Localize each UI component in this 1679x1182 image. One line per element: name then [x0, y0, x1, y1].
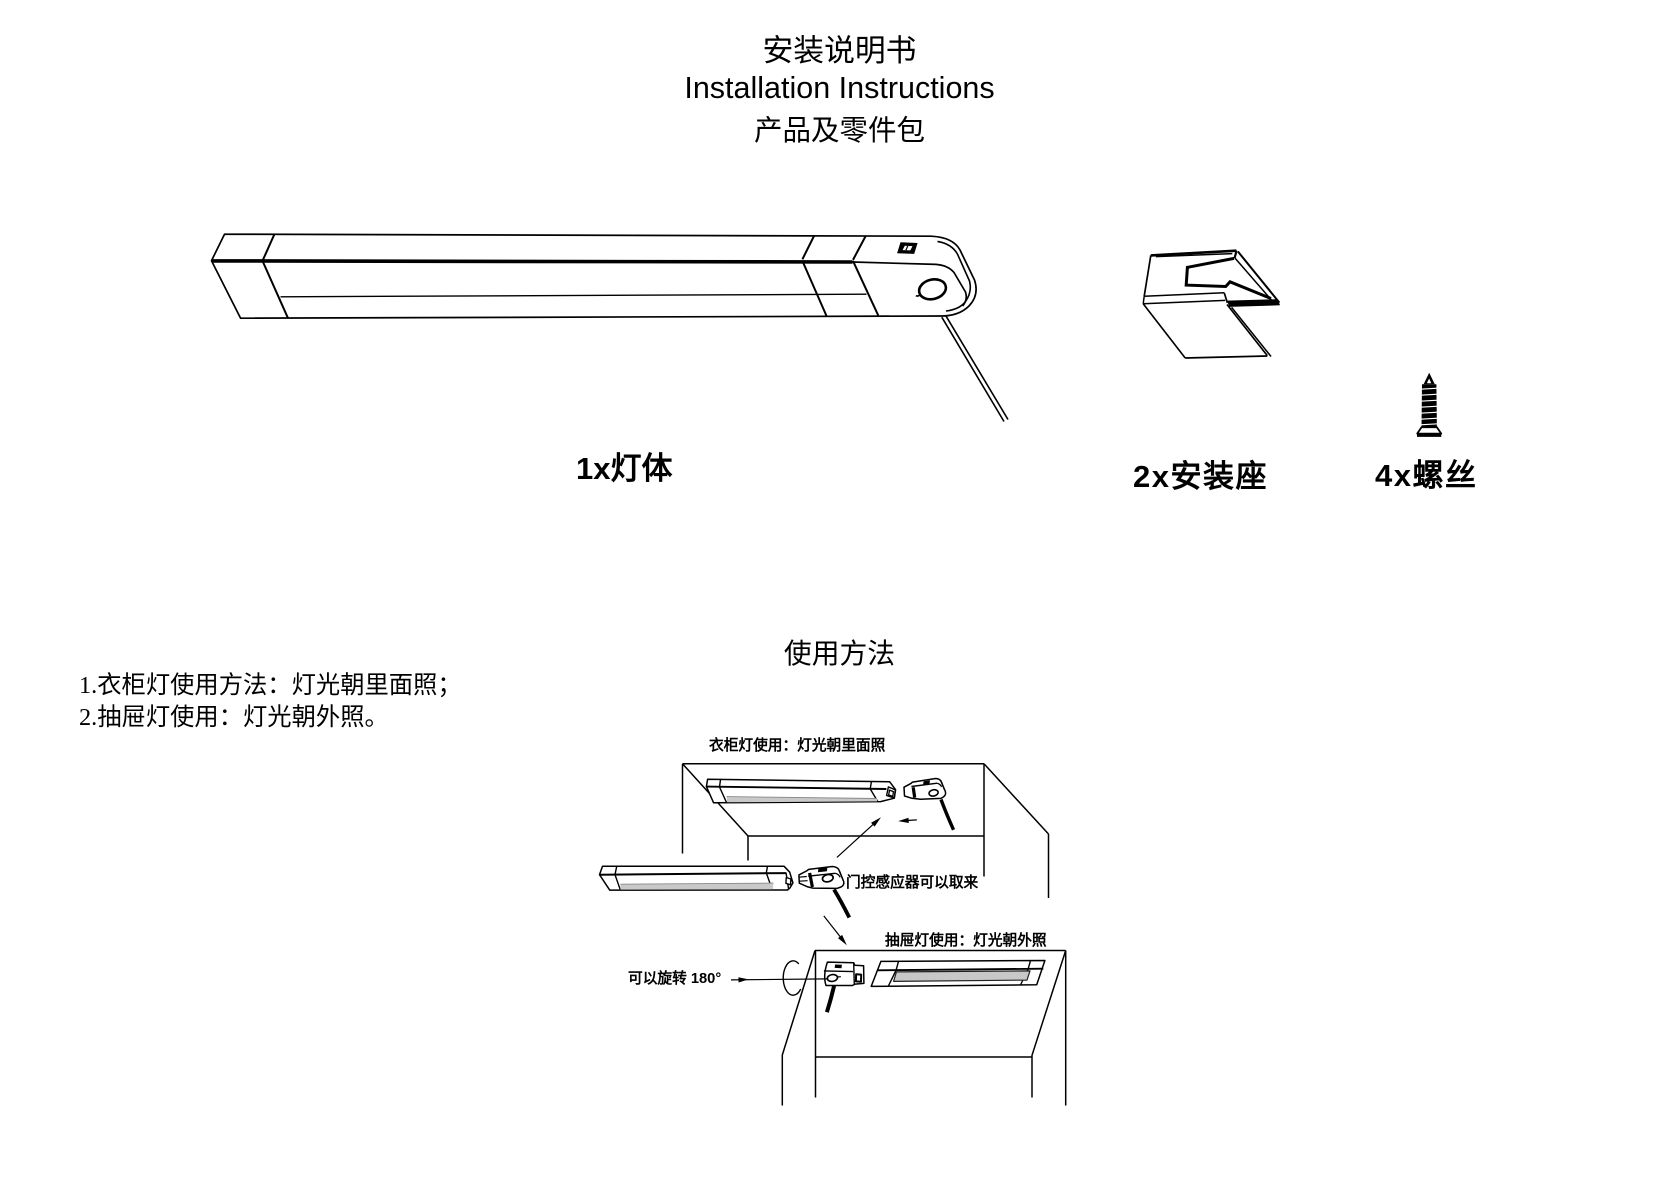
page-title-en: Installation Instructions — [684, 71, 995, 105]
detached-light-bar-drawing — [598, 865, 794, 891]
wardrobe-sensor-drawing — [903, 777, 956, 831]
sensor-switch-icon — [817, 867, 828, 873]
wardrobe-caption: 衣柜灯使用：灯光朝里面照 — [709, 738, 886, 754]
rotation-arc-icon — [782, 960, 802, 996]
usage-section-title: 使用方法 — [783, 639, 896, 670]
bracket-label: 2x安装座 — [1133, 459, 1268, 494]
right-arrowhead-icon — [738, 977, 749, 983]
usage-instruction-2: 2.抽屉灯使用：灯光朝外照。 — [79, 703, 389, 731]
sensor-lens-icon — [917, 278, 948, 301]
sensor-switch-icon — [834, 964, 842, 969]
sensor-note: 门控感应器可以取来 — [846, 875, 979, 891]
light-bar-label: 1x灯体 — [576, 451, 673, 486]
sensor-wire — [824, 985, 837, 1013]
wardrobe-cabinet-drawing — [681, 763, 1050, 898]
drawer-cabinet-drawing — [781, 949, 1067, 1106]
usage-instructions: 1.衣柜灯使用方法：灯光朝里面照； 2.抽屉灯使用：灯光朝外照。 — [79, 670, 462, 734]
up-right-arrowhead-icon — [871, 817, 881, 827]
rotation-indicator — [730, 960, 829, 996]
sensor-lens-icon — [821, 873, 834, 883]
light-bar-drawing — [210, 233, 1009, 422]
down-right-arrowhead-icon — [838, 934, 847, 946]
power-wire — [941, 315, 1009, 422]
rotate-note: 可以旋转 180° — [628, 971, 722, 987]
sensor-wire — [939, 798, 956, 831]
wardrobe-light-bar-drawing — [705, 778, 897, 804]
left-arrowhead-icon — [898, 817, 909, 823]
screw-label: 4x螺丝 — [1375, 458, 1478, 493]
sensor-lens-icon — [826, 973, 839, 983]
sensor-switch-icon — [923, 780, 930, 785]
drawer-light-bar-drawing — [870, 959, 1046, 988]
drawer-caption: 抽屉灯使用：灯光朝外照 — [885, 933, 1047, 949]
page-title-zh: 安装说明书 — [762, 33, 917, 68]
mounting-bracket-drawing — [1142, 249, 1281, 359]
drawer-sensor-drawing — [823, 961, 865, 1013]
sensor-lens-icon — [928, 788, 939, 797]
screw-drawing — [1416, 372, 1443, 437]
sensor-wire — [832, 888, 851, 919]
page-subtitle: 产品及零件包 — [753, 115, 925, 147]
usage-instruction-1: 1.衣柜灯使用方法：灯光朝里面照； — [79, 672, 462, 699]
detached-sensor-drawing — [798, 865, 851, 919]
wardrobe-arrows — [836, 817, 917, 858]
transfer-arrow — [823, 915, 847, 946]
